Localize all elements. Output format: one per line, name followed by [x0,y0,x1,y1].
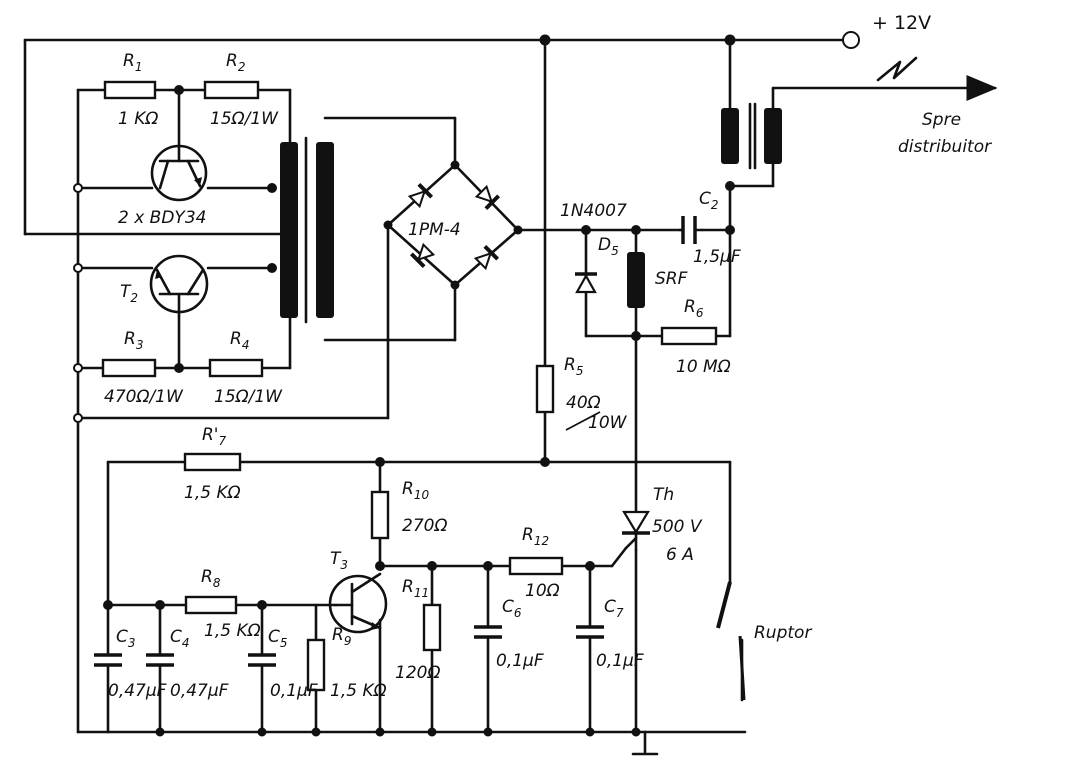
r10-value: 270Ω [402,516,447,536]
c6-value: 0,1μF [496,651,544,671]
bridge-rectifier: 1PM-4 [386,163,520,287]
r8-value: 1,5 KΩ [204,621,261,641]
supply-terminal: + 12V [842,12,931,82]
choke-srf: SRF [627,252,688,308]
svg-text:R3: R3 [124,329,143,352]
resistor-r8: R8 1,5 KΩ [184,567,261,641]
capacitor-c7: C7 0,1μF [576,597,644,671]
r12-value: 10Ω [525,581,560,601]
svg-text:R12: R12 [522,525,549,548]
wires [23,38,998,756]
svg-text:R4: R4 [230,329,249,352]
capacitor-c2: C2 1,5μF [678,189,741,267]
ruptor-label: Ruptor [754,623,812,643]
resistor-r1: R1 1 KΩ [103,51,158,129]
svg-text:C6: C6 [502,597,522,620]
bridge-value: 1PM-4 [408,220,461,240]
svg-text:R11: R11 [402,577,429,600]
output-line-1: Spre [922,110,961,130]
transistor-t2: T2 [120,254,209,318]
diode-d5: 1N4007 D5 [560,201,627,294]
resistor-r11: R11 120Ω [395,577,442,683]
c2-value: 1,5μF [693,247,741,267]
r1-value: 1 KΩ [118,109,158,129]
resistor-r4: R4 15Ω/1W [208,329,283,407]
r9-value: 1,5 KΩ [330,681,387,701]
svg-text:T3: T3 [330,549,348,572]
capacitor-c3: C3 0,47μF [94,627,167,701]
svg-text:R5: R5 [564,355,583,378]
th-label: Th [653,485,674,505]
t1-value: 2 x BDY34 [118,208,206,228]
svg-text:R6: R6 [684,297,704,320]
r5-power: 10W [588,413,628,433]
resistor-r5: R5 40Ω 10W [535,355,628,433]
ruptor-switch: Ruptor [716,581,812,701]
r2-value: 15Ω/1W [210,109,279,129]
svg-text:C2: C2 [699,189,719,212]
junction-dots [73,34,736,737]
svg-text:R'7: R'7 [202,425,227,448]
thyristor-th: Th 500 V 6 A [622,485,703,565]
capacitor-c4: C4 0,47μF [146,627,229,701]
svg-text:C4: C4 [170,627,190,650]
svg-text:C3: C3 [116,627,136,650]
resistor-r3: R3 470Ω/1W [101,329,184,407]
r5-value: 40Ω [566,393,601,413]
svg-text:D5: D5 [598,235,619,258]
c5-value: 0,1μF [270,681,318,701]
svg-text:R10: R10 [402,479,429,502]
svg-text:C5: C5 [268,627,288,650]
c4-value: 0,47μF [170,681,229,701]
th-current: 6 A [666,545,694,565]
resistor-r9: R9 1,5 KΩ [306,625,387,701]
transistor-t1: 2 x BDY34 [118,144,208,228]
svg-text:R1: R1 [123,51,142,74]
d5-part: 1N4007 [560,201,627,221]
svg-text:R8: R8 [201,567,221,590]
resistor-r6: R6 10 MΩ [660,297,731,377]
svg-text:R9: R9 [332,625,351,648]
r6-value: 10 MΩ [676,357,731,377]
transistor-t3: T3 [328,549,388,634]
th-voltage: 500 V [652,517,703,537]
resistor-r10: R10 270Ω [370,479,447,540]
c3-value: 0,47μF [108,681,167,701]
transformer [280,136,334,324]
srf-value: SRF [655,269,688,289]
svg-text:R2: R2 [226,51,245,74]
svg-text:T2: T2 [120,282,138,305]
r11-value: 120Ω [395,663,440,683]
ignition-coil [721,102,782,170]
resistor-r12: R12 10Ω [508,525,564,601]
output-line-2: distribuitor [898,137,992,157]
r7-value: 1,5 KΩ [184,483,241,503]
capacitor-c6: C6 0,1μF [474,597,544,671]
output-label: Spre distribuitor [898,110,992,157]
r4-value: 15Ω/1W [214,387,283,407]
resistor-r2: R2 15Ω/1W [203,51,279,129]
r3-value: 470Ω/1W [104,387,184,407]
svg-text:C7: C7 [604,597,624,620]
capacitor-c5: C5 0,1μF [248,627,318,701]
c7-value: 0,1μF [596,651,644,671]
spark-symbol [876,56,918,82]
supply-label: + 12V [872,12,931,34]
resistor-r7: R'7 1,5 KΩ [183,425,242,503]
